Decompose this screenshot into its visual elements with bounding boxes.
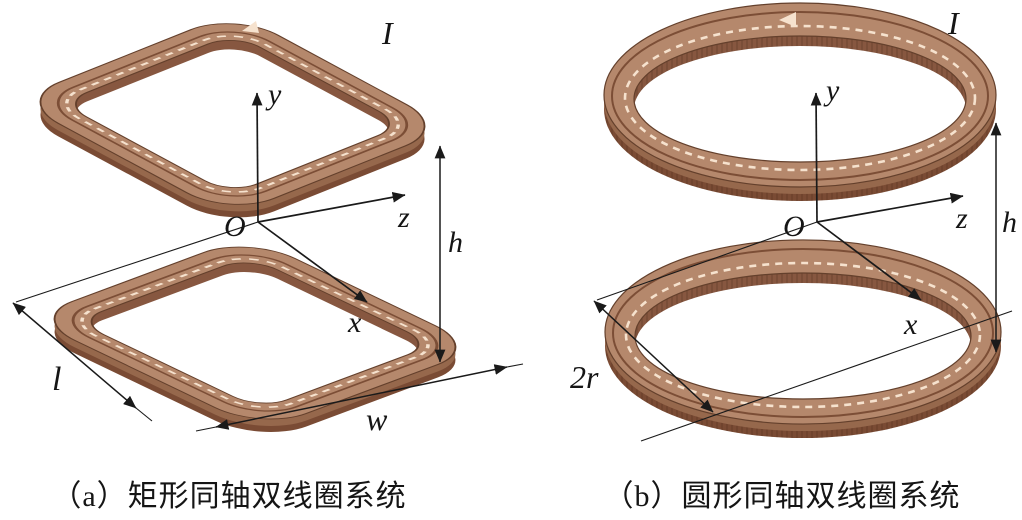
z-axis-line-b [816,192,964,223]
label-z-axis-b: z [955,202,968,235]
label-current-a: I [381,15,394,51]
z-axis-line-a [257,191,406,223]
label-current-b: I [947,5,960,41]
label-height-b: h [1002,206,1017,239]
label-width-a: w [366,401,388,437]
coil-b-top [603,2,997,201]
panel-a: I y z x O h l w （a）矩形同轴双线圈系统 [13,12,523,513]
label-length-a: l [52,361,61,398]
label-x-axis-a: x [347,306,362,339]
x-axis-line-a [257,221,368,303]
label-origin-a: O [224,210,246,243]
origin-reference-line-a [15,221,259,303]
label-z-axis-a: z [397,201,410,234]
coil-a-top [15,12,450,229]
diameter-dimension-b [593,300,714,413]
l-dimension-extension [135,407,153,422]
w-dimension [215,364,508,430]
diameter-reference-line-b [640,310,1013,442]
l-dimension [12,302,137,409]
y-axis-line-b [810,92,822,223]
current-arrow-a [242,21,259,33]
panel-b: I y z x O h 2r （b）圆形同轴双线圈系统 [570,2,1017,513]
coil-b-bottom [604,239,1002,439]
coil-a-bottom [28,236,482,443]
origin-reference-line-b [596,221,818,301]
caption-b: （b）圆形同轴双线圈系统 [604,480,961,513]
label-diameter-b: 2r [570,359,599,395]
x-axis-line-b [816,221,922,301]
label-height-a: h [448,226,463,259]
caption-a: （a）矩形同轴双线圈系统 [51,480,406,513]
label-y-axis-a: y [265,78,282,111]
current-dash-b-top [623,24,977,172]
current-arrow-b [779,12,796,27]
w-dimension-extension-right [506,363,524,368]
label-origin-b: O [783,210,805,243]
label-y-axis-b: y [823,74,840,107]
y-axis-line-a [251,92,263,223]
label-x-axis-b: x [903,308,918,341]
w-dimension-extension-left [195,426,217,432]
